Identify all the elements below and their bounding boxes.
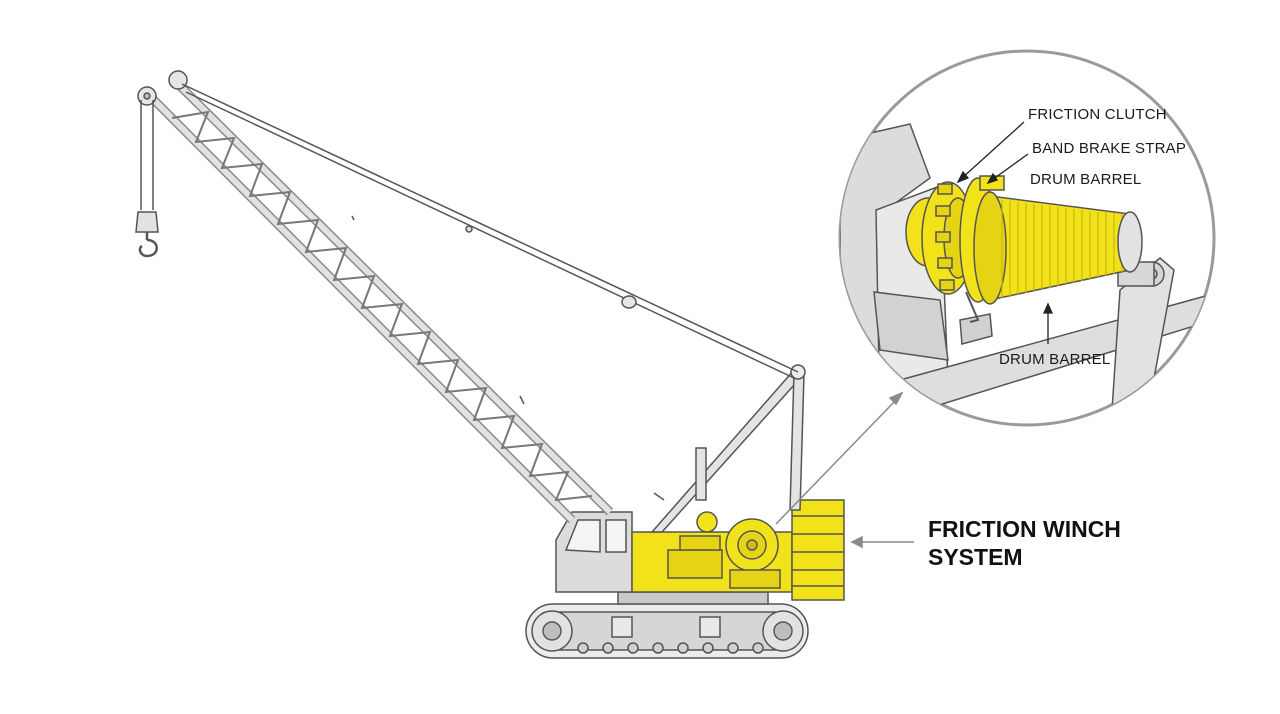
hook-block	[135, 100, 159, 258]
main-label-arrow	[850, 535, 914, 549]
counterweight	[791, 499, 845, 601]
main-label: FRICTION WINCH SYSTEM	[928, 515, 1121, 571]
label-drum-barrel-top: DRUM BARREL	[1030, 171, 1142, 188]
label-friction-clutch: FRICTION CLUTCH	[1028, 106, 1167, 123]
operator-cab	[555, 511, 633, 593]
lattice-boom	[146, 82, 614, 524]
turntable	[617, 591, 769, 605]
detail-zoom	[838, 49, 1216, 427]
pendant-lines	[181, 83, 799, 501]
boom-tip	[137, 70, 188, 106]
zoom-pointer	[775, 391, 904, 525]
main-label-line2: SYSTEM	[928, 544, 1023, 570]
label-band-brake-strap: BAND BRAKE STRAP	[1032, 140, 1187, 157]
main-label-line1: FRICTION WINCH	[928, 516, 1121, 542]
gantry-a-frame	[650, 364, 806, 533]
crawler-tracks	[525, 603, 809, 659]
label-drum-barrel-bottom: DRUM BARREL	[999, 351, 1111, 368]
winch-house	[631, 511, 793, 593]
detail-callout-arrows	[956, 121, 1054, 344]
